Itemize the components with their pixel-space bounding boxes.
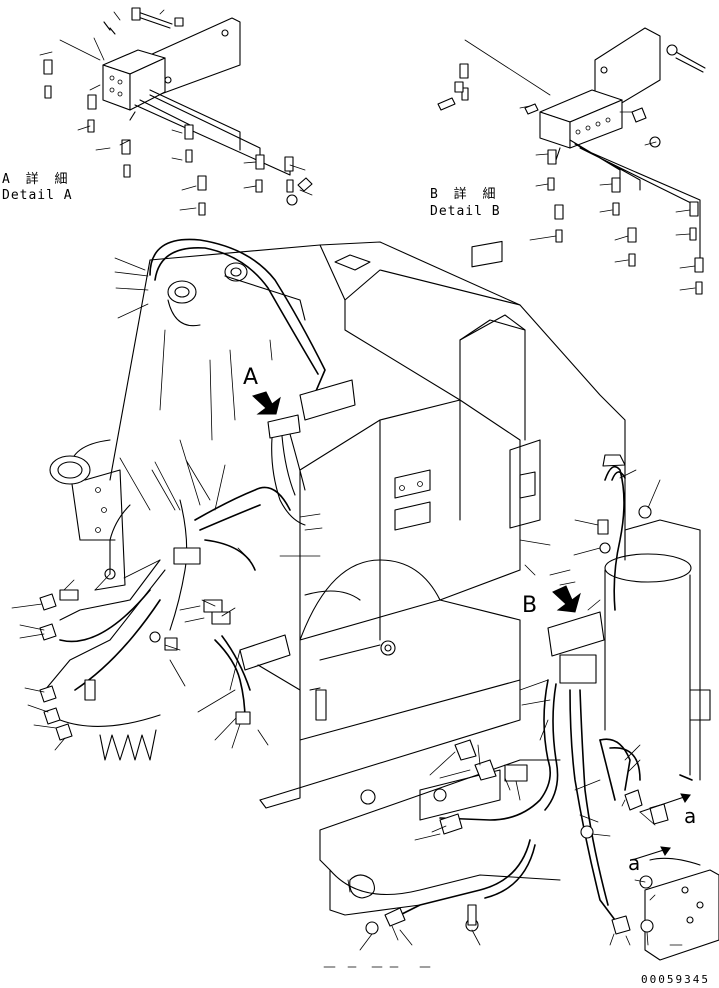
view-marker-b: B (522, 593, 538, 618)
machine-frame (49, 240, 719, 961)
detail-b-assembly (437, 27, 706, 295)
hose-routing (39, 238, 691, 935)
detail-a-title-en: Detail A (2, 188, 73, 203)
detail-a-title-jp: A 詳 細 (2, 172, 72, 187)
view-arrow-b (552, 585, 581, 613)
detail-b-title-jp: B 詳 細 (430, 187, 500, 202)
drawing-number: 00059345 (641, 973, 710, 986)
view-marker-a: A (243, 365, 259, 390)
connection-marker-lower: a (628, 851, 641, 875)
detail-b-title-en: Detail B (430, 204, 501, 219)
leader-lines (11, 257, 683, 968)
view-arrow-a (252, 391, 281, 415)
connection-marker-upper: a (684, 804, 697, 828)
detail-a-assembly (39, 7, 313, 216)
